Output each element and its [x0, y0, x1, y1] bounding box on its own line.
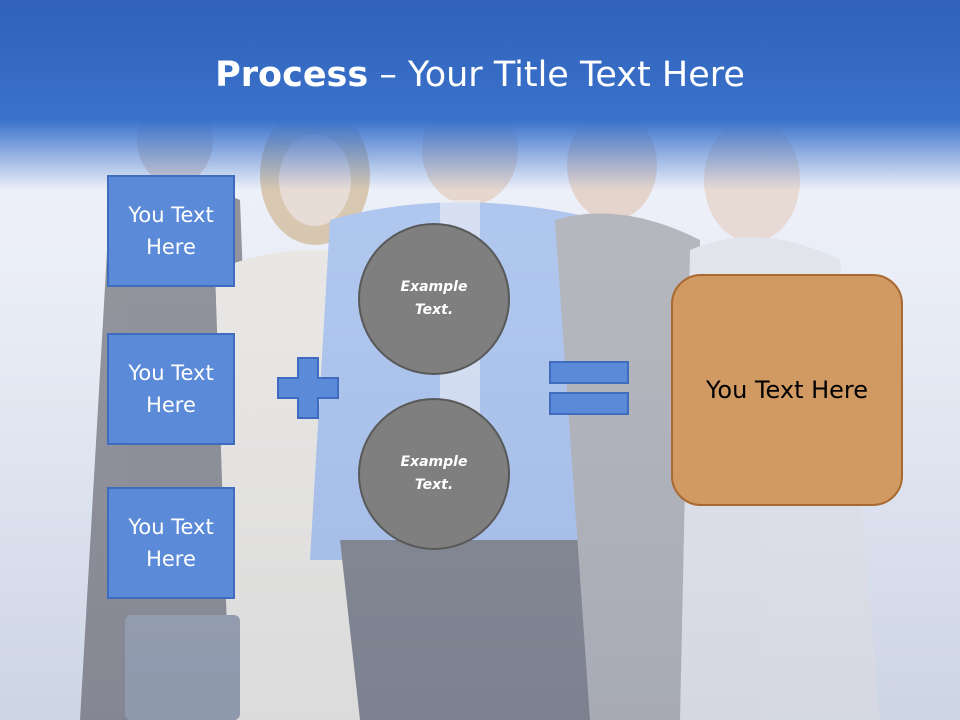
text-box-2[interactable]: You Text Here: [107, 333, 235, 445]
example-circle-2[interactable]: Example Text.: [358, 398, 510, 550]
text-box-2-label: You Text Here: [128, 361, 214, 417]
text-box-1-label: You Text Here: [128, 203, 214, 259]
text-box-3-label: You Text Here: [128, 515, 214, 571]
title-banner: [0, 0, 960, 190]
equals-icon: [549, 361, 629, 415]
text-box-3[interactable]: You Text Here: [107, 487, 235, 599]
plus-icon: [277, 357, 339, 419]
title-rest: Your Title Text Here: [407, 55, 745, 95]
slide-title: Process – Your Title Text Here: [0, 50, 960, 100]
title-dash: –: [368, 55, 408, 95]
title-bold: Process: [215, 55, 369, 95]
result-box-label: You Text Here: [705, 376, 869, 404]
text-box-1[interactable]: You Text Here: [107, 175, 235, 287]
example-circle-1[interactable]: Example Text.: [358, 223, 510, 375]
example-circle-1-label: Example Text.: [400, 279, 468, 318]
example-circle-2-label: Example Text.: [400, 454, 468, 493]
result-box[interactable]: You Text Here: [671, 274, 903, 506]
